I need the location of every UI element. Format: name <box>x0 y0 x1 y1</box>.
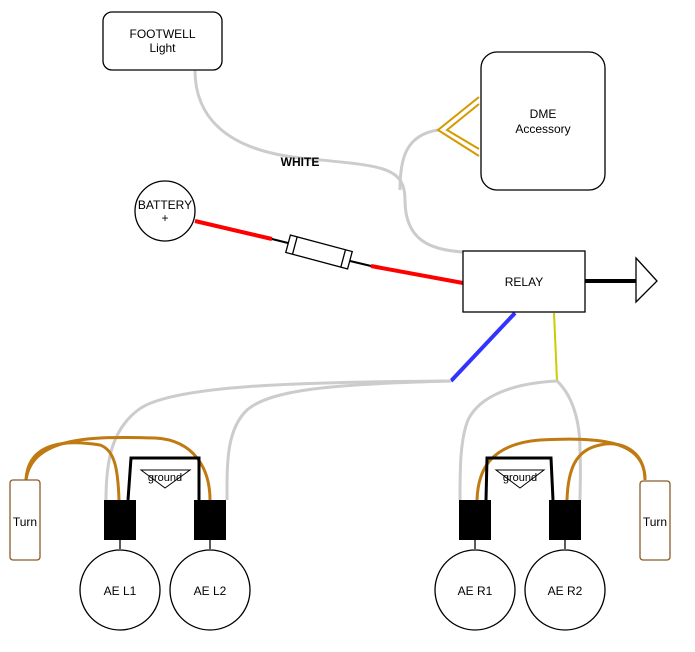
relay-label: RELAY <box>505 275 543 289</box>
dme-connector-outer <box>436 96 480 157</box>
ground-right-label: ground <box>503 472 537 484</box>
wire-gray-right-r1 <box>458 379 558 501</box>
battery-terminal: BATTERY + <box>134 180 196 242</box>
lamp-ae-l1: AE L1 <box>79 549 161 631</box>
fuse <box>284 234 354 270</box>
lamp-l2-label: AE L2 <box>194 584 227 598</box>
wire-fuse-left-stub <box>271 238 289 244</box>
lamp-ae-r2: AE R2 <box>524 549 606 631</box>
lamp-r1-label: AE R1 <box>458 584 493 598</box>
lamp-ae-r1: AE R1 <box>434 549 516 631</box>
turn-right-label: Turn <box>643 515 667 529</box>
wire-white-dme-branch <box>398 128 439 191</box>
ground-symbol-right: ground <box>494 469 546 489</box>
footwell-label-line1: FOOTWELL <box>129 27 195 41</box>
lamp-ae-l2: AE L2 <box>169 549 251 631</box>
relay: RELAY <box>462 250 586 313</box>
wire-red-battery <box>194 219 273 241</box>
wire-blue <box>449 311 517 383</box>
output-arrow <box>635 256 658 304</box>
lamp-l1-label: AE L1 <box>104 584 137 598</box>
wire-gray-left-l1 <box>104 379 452 501</box>
turn-left-label: Turn <box>13 515 37 529</box>
wire-ground-right <box>484 456 555 501</box>
connector-r1 <box>459 500 491 540</box>
dme-accessory: DME Accessory <box>480 51 606 191</box>
wire-tan-turn-left-1 <box>24 441 121 501</box>
wire-tan-turn-left-2 <box>24 435 212 501</box>
ground-left-label: ground <box>148 472 182 484</box>
connector-l2 <box>194 500 226 540</box>
connector-r2 <box>549 500 581 540</box>
dme-connector-inner <box>445 103 480 150</box>
turn-signal-right: Turn <box>639 480 671 561</box>
connector-l1 <box>104 500 136 540</box>
wire-yellow <box>553 312 558 382</box>
dme-label-line1: DME <box>530 107 557 121</box>
turn-signal-left: Turn <box>9 479 41 561</box>
footwell-label-line2: Light <box>149 41 176 55</box>
wire-white-label: WHITE <box>281 155 320 169</box>
ground-symbol-left: ground <box>139 469 192 489</box>
lamp-r2-label: AE R2 <box>548 584 583 598</box>
dme-label-line2: Accessory <box>515 122 570 136</box>
battery-label-line1: BATTERY <box>138 198 192 212</box>
wire-fuse-right-stub <box>349 260 372 267</box>
battery-label-line2: + <box>161 211 168 225</box>
footwell-light: FOOTWELL Light <box>102 11 223 71</box>
wire-gray-left-l2 <box>225 379 452 501</box>
wire-tan-turn-right-2 <box>475 437 647 501</box>
wire-ground-left <box>126 456 201 501</box>
wire-gray-right-r2 <box>555 379 582 501</box>
wire-red-relay <box>370 264 464 285</box>
wire-white-footwell <box>193 69 464 254</box>
